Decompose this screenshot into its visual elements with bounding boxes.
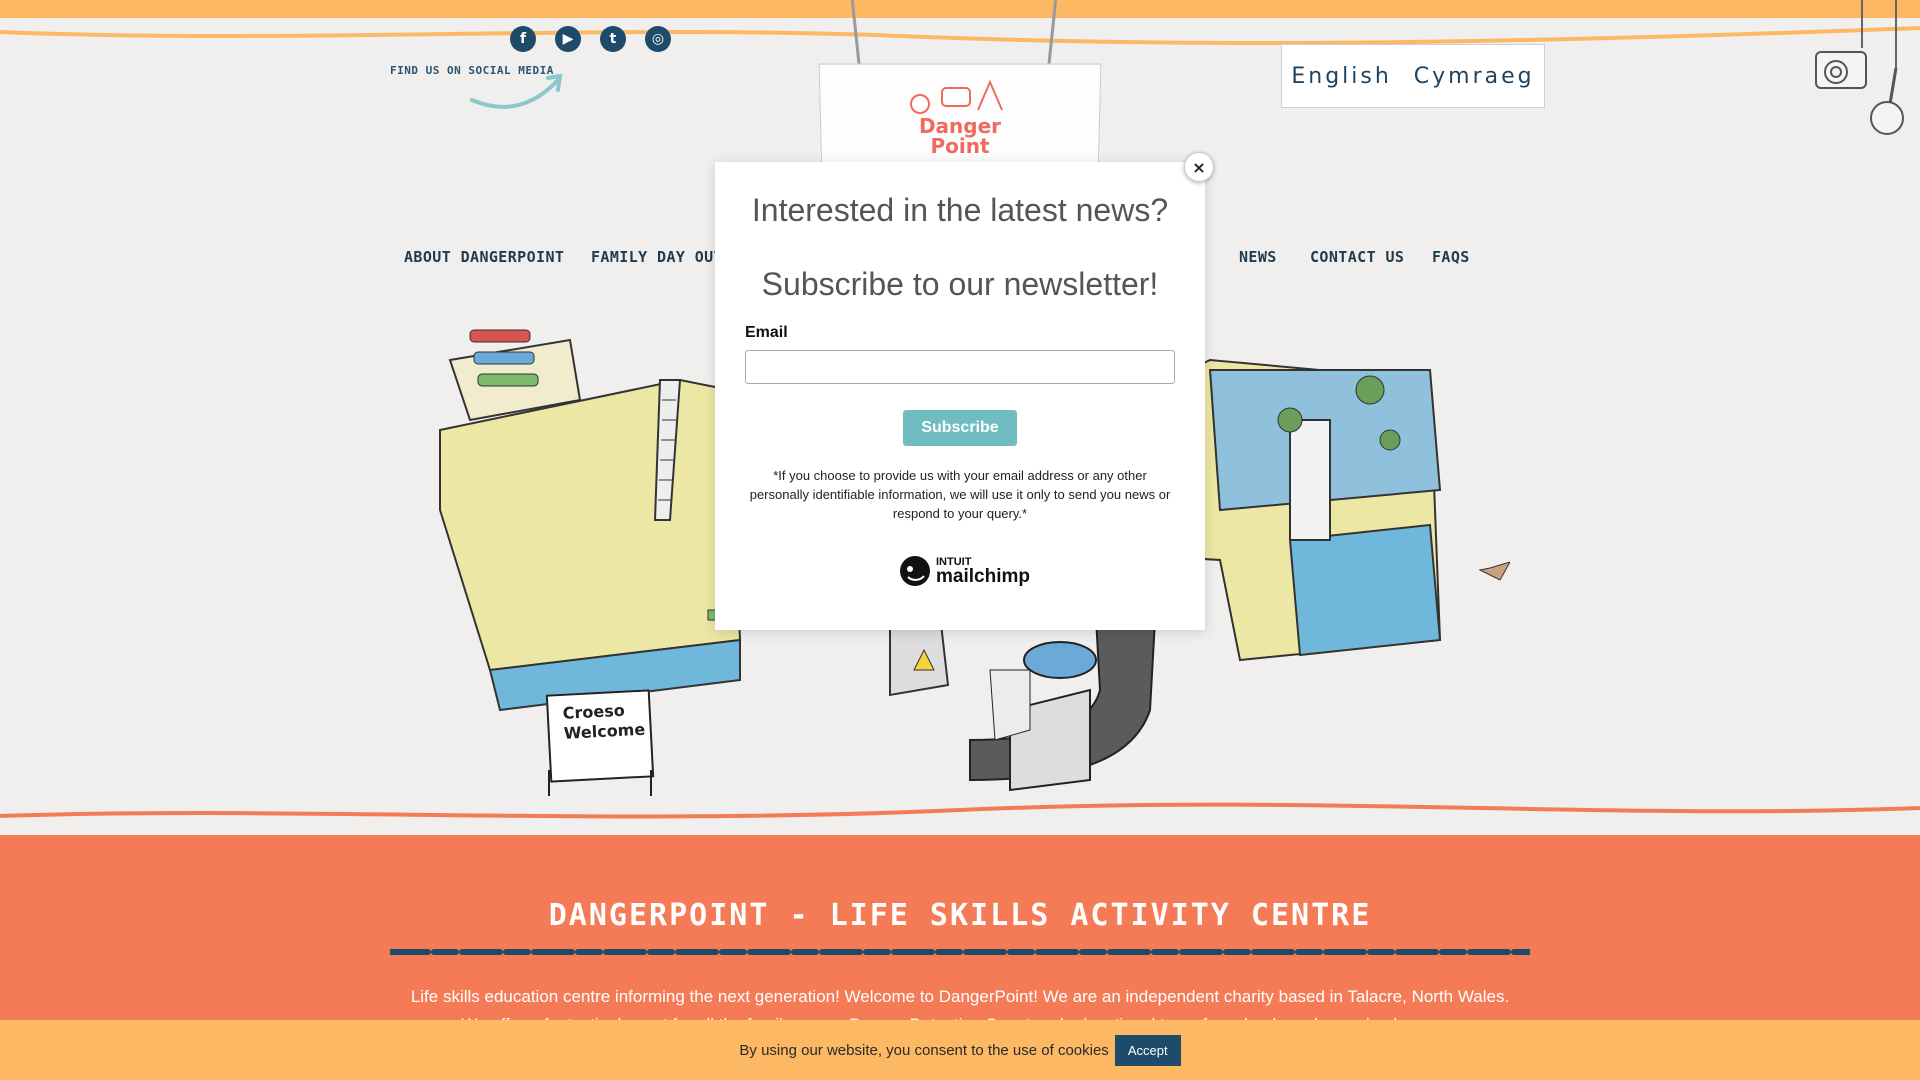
dashed-divider: [390, 949, 1530, 955]
email-field[interactable]: [745, 350, 1175, 384]
brand-top: INTUIT: [936, 555, 972, 568]
dangerpoint-logo[interactable]: Danger Point: [918, 114, 1002, 158]
sign-pole: [650, 770, 652, 796]
curved-arrow-icon: [470, 73, 563, 109]
social-links: f ▶ t ◎: [510, 26, 671, 52]
nav-family-day-out[interactable]: FAMILY DAY OUT: [591, 248, 724, 266]
section-title: DANGERPOINT - LIFE SKILLS ACTIVITY CENTR…: [548, 898, 1372, 933]
cookie-banner: By using our website, you consent to the…: [0, 1020, 1920, 1080]
bottom-wave-divider: [0, 802, 1920, 819]
modal-subtitle: Subscribe to our newsletter!: [761, 266, 1159, 302]
tripadvisor-icon[interactable]: ◎: [645, 26, 671, 52]
cookie-accept-button[interactable]: Accept: [1114, 1034, 1181, 1066]
facebook-icon[interactable]: f: [510, 26, 536, 52]
youtube-icon[interactable]: ▶: [555, 26, 581, 52]
social-media-caption: FIND US ON SOCIAL MEDIA: [390, 64, 554, 77]
logo-doodles-icon: [910, 79, 1003, 114]
nav-faqs[interactable]: FAQS: [1432, 248, 1470, 266]
sign-pole: [548, 770, 550, 796]
modal-title: Interested in the latest news?: [751, 192, 1169, 228]
nav-about[interactable]: ABOUT DANGERPOINT: [404, 248, 565, 266]
language-welsh[interactable]: Cymraeg: [1413, 63, 1535, 89]
twitter-icon[interactable]: t: [600, 26, 626, 52]
top-color-strip: [0, 0, 1920, 18]
language-switcher: English Cymraeg: [1281, 44, 1545, 108]
cookie-message: By using our website, you consent to the…: [739, 1041, 1109, 1059]
brand-main: mailchimp: [936, 565, 1030, 587]
mailchimp-badge[interactable]: INTUIT mailchimp: [898, 554, 1030, 588]
nav-contact-us[interactable]: CONTACT US: [1310, 248, 1405, 266]
email-label: Email: [745, 324, 788, 341]
privacy-note: *If you choose to provide us with your e…: [749, 468, 1171, 521]
mailchimp-icon: [900, 556, 930, 586]
welcome-sign: Croeso Welcome: [545, 689, 655, 783]
main-navigation: ABOUT DANGERPOINT FAMILY DAY OUT S NEWS …: [404, 248, 1484, 272]
subscribe-button[interactable]: Subscribe: [903, 410, 1017, 446]
close-icon[interactable]: ×: [1184, 152, 1214, 182]
newsletter-modal: Interested in the latest news? Subscribe…: [715, 162, 1205, 630]
top-wave-divider: [0, 26, 1920, 45]
language-english[interactable]: English: [1291, 63, 1392, 89]
nav-news[interactable]: NEWS: [1239, 248, 1277, 266]
camera-find-us-icon[interactable]: [1810, 0, 1920, 140]
